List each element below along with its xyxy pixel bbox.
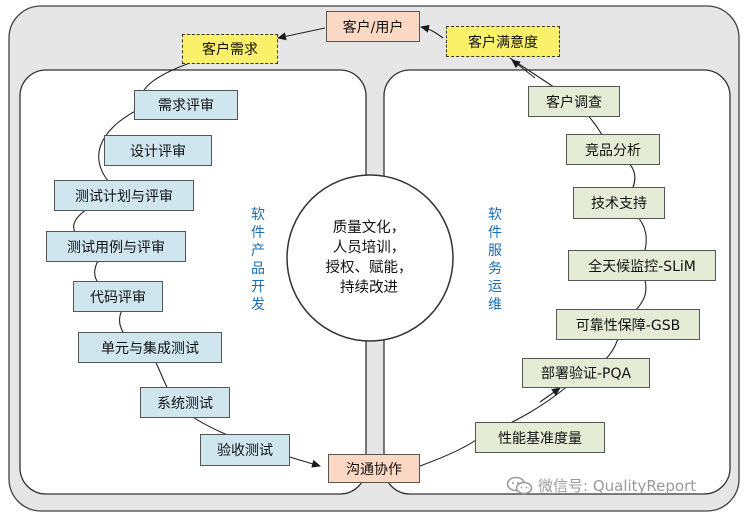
step-competitor-analysis: 竞品分析 bbox=[566, 134, 660, 165]
step-label: 客户调查 bbox=[546, 94, 602, 111]
step-slim-monitoring: 全天候监控-SLiM bbox=[568, 250, 716, 281]
center-text: 质量文化， 人员培训， 授权、赋能， 持续改进 bbox=[296, 218, 442, 298]
step-label: 单元与集成测试 bbox=[101, 340, 199, 357]
step-label: 技术支持 bbox=[591, 196, 647, 212]
step-requirement-review: 需求评审 bbox=[134, 90, 238, 120]
step-label: 设计评审 bbox=[130, 143, 186, 160]
customer-requirement-label: 客户需求 bbox=[202, 42, 258, 58]
left-vertical-label: 软件产品开发 bbox=[251, 207, 265, 313]
step-label: 竞品分析 bbox=[585, 142, 641, 159]
communication-box: 沟通协作 bbox=[328, 454, 420, 483]
step-test-case-review: 测试用例与评审 bbox=[46, 231, 186, 262]
step-label: 全天候监控-SLiM bbox=[588, 258, 696, 275]
step-performance-baseline: 性能基准度量 bbox=[475, 422, 605, 453]
arrow-customer-to-requirement bbox=[277, 27, 326, 41]
step-code-review: 代码评审 bbox=[73, 281, 163, 312]
step-label: 验收测试 bbox=[217, 443, 273, 459]
step-acceptance-test: 验收测试 bbox=[200, 434, 290, 466]
watermark-text: 微信号: QualityReport bbox=[538, 477, 697, 495]
center-line: 授权、赋能， bbox=[325, 260, 413, 276]
step-tech-support: 技术支持 bbox=[573, 187, 665, 219]
step-label: 可靠性保障-GSB bbox=[575, 317, 681, 334]
step-customer-survey: 客户调查 bbox=[528, 86, 620, 117]
arrow-to-satisfaction bbox=[511, 59, 536, 79]
center-line: 人员培训， bbox=[332, 240, 406, 256]
center-line: 质量文化， bbox=[332, 220, 406, 236]
customer-label: 客户/用户 bbox=[342, 19, 404, 36]
arrow-to-deploy bbox=[539, 387, 561, 403]
watermark: 微信号: QualityReport bbox=[506, 475, 696, 496]
customer-satisfaction-box: 客户满意度 bbox=[446, 26, 560, 57]
step-label: 测试用例与评审 bbox=[67, 239, 165, 256]
step-label: 部署验证-PQA bbox=[540, 366, 632, 382]
step-gsb-reliability: 可靠性保障-GSB bbox=[556, 309, 700, 340]
step-label: 测试计划与评审 bbox=[75, 188, 173, 205]
step-system-test: 系统测试 bbox=[140, 387, 230, 418]
step-label: 代码评审 bbox=[90, 289, 146, 306]
right-vertical-label: 软件服务运维 bbox=[488, 207, 502, 313]
wechat-icon bbox=[506, 476, 533, 494]
step-label: 需求评审 bbox=[158, 98, 214, 114]
step-unit-integration-test: 单元与集成测试 bbox=[78, 332, 222, 363]
center-line: 持续改进 bbox=[340, 280, 398, 296]
center-circle bbox=[286, 174, 454, 342]
communication-label: 沟通协作 bbox=[346, 461, 402, 478]
step-label: 性能基准度量 bbox=[498, 430, 582, 447]
step-pqa-deploy: 部署验证-PQA bbox=[522, 358, 650, 388]
customer-satisfaction-label: 客户满意度 bbox=[468, 34, 538, 51]
step-label: 系统测试 bbox=[157, 395, 213, 412]
step-design-review: 设计评审 bbox=[104, 135, 212, 166]
customer-requirement-box: 客户需求 bbox=[182, 34, 278, 64]
step-test-plan-review: 测试计划与评审 bbox=[54, 180, 194, 211]
arrow-satisfaction-to-customer bbox=[420, 24, 444, 39]
customer-box: 客户/用户 bbox=[326, 11, 420, 42]
